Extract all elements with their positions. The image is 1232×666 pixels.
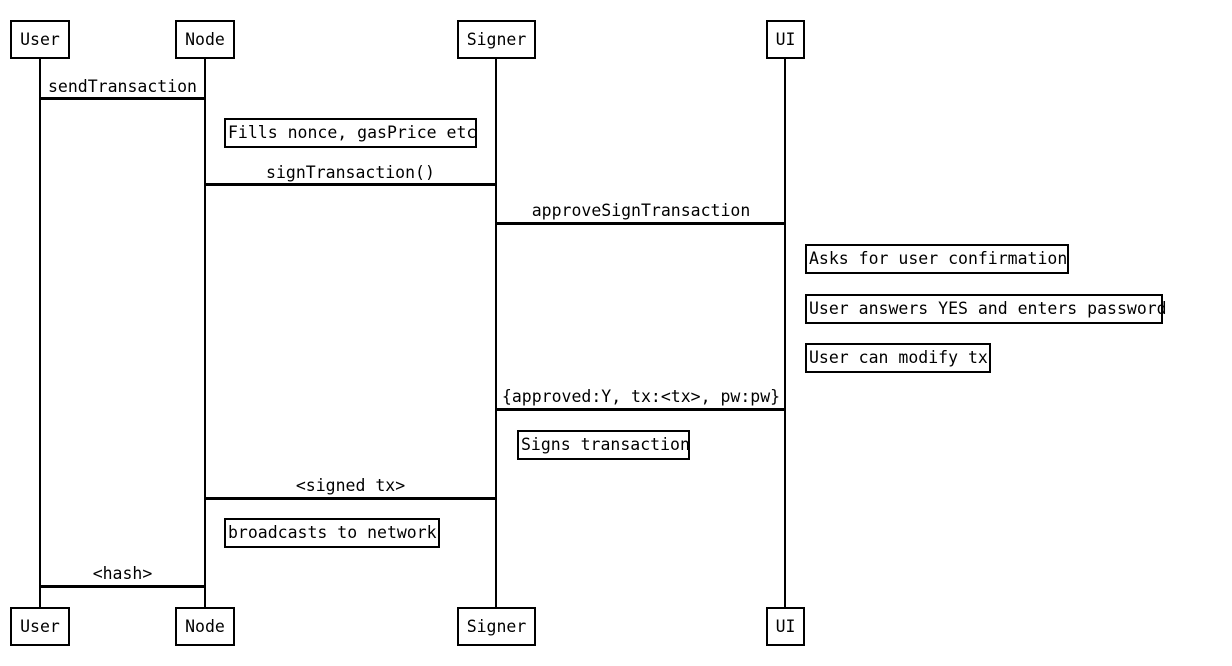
message-label-sendtransaction: sendTransaction (47, 77, 197, 96)
message-line-approved-response (496, 408, 786, 411)
actor-box-signer-top: Signer (457, 20, 536, 59)
actor-box-ui-bottom: UI (766, 607, 805, 646)
actor-box-node-top: Node (175, 20, 235, 59)
message-label-hash: <hash> (92, 564, 153, 583)
note-asks-user-confirmation: Asks for user confirmation (805, 244, 1069, 274)
actor-box-signer-bottom: Signer (457, 607, 536, 646)
message-line-hash (40, 585, 205, 588)
note-user-can-modify-tx: User can modify tx (805, 343, 991, 373)
note-user-answers-yes: User answers YES and enters password (805, 294, 1167, 324)
note-fills-nonce: Fills nonce, gasPrice etc (224, 118, 477, 148)
message-label-approvesigntransaction: approveSignTransaction (531, 201, 751, 220)
actor-box-ui-top: UI (766, 20, 805, 59)
message-line-approvesigntransaction (496, 222, 786, 225)
message-label-signtransaction: signTransaction() (266, 163, 435, 182)
message-label-signed-tx: <signed tx> (295, 476, 406, 495)
lifeline-signer (495, 59, 497, 607)
message-label-approved-response: {approved:Y, tx:<tx>, pw:pw} (501, 387, 781, 406)
message-line-signtransaction (205, 183, 496, 186)
message-line-sendtransaction (40, 97, 205, 100)
note-signs-transaction: Signs transaction (517, 430, 690, 460)
actor-box-user-bottom: User (10, 607, 70, 646)
actor-box-node-bottom: Node (175, 607, 235, 646)
lifeline-node (204, 59, 206, 607)
message-line-signed-tx (205, 497, 496, 500)
lifeline-user (39, 59, 41, 607)
actor-box-user-top: User (10, 20, 70, 59)
note-broadcasts-to-network: broadcasts to network (224, 518, 440, 548)
lifeline-ui (784, 59, 786, 607)
